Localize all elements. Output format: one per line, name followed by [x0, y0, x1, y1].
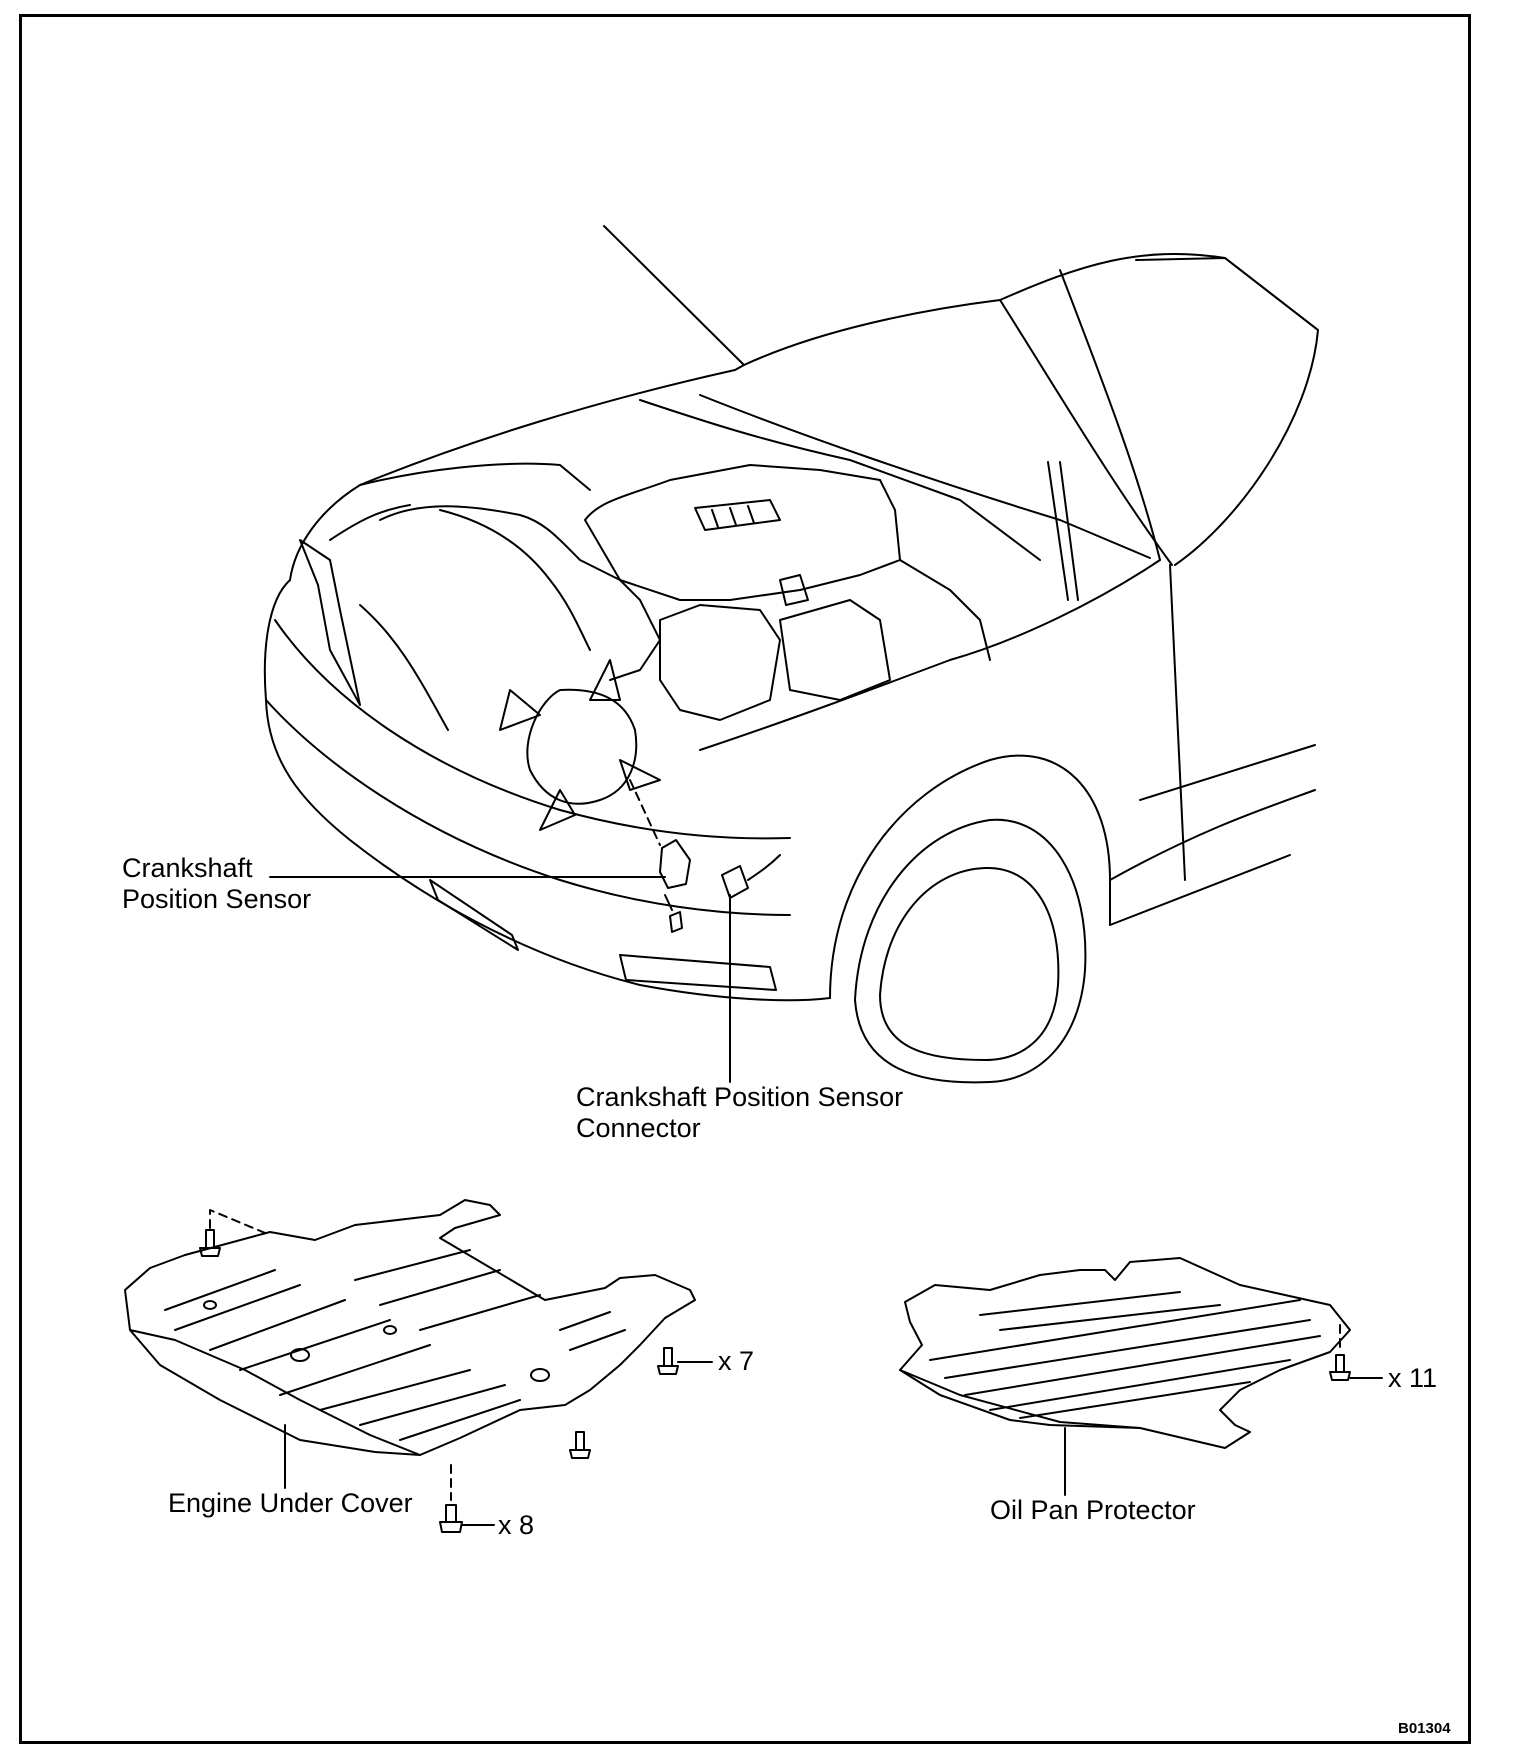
cover-bolt-dash-top	[210, 1210, 270, 1235]
connector-label-line1: Crankshaft Position Sensor	[576, 1082, 904, 1112]
sensor-bolt	[670, 912, 682, 932]
tire-outer	[855, 820, 1085, 1083]
car-illustration	[265, 226, 1318, 1082]
cover-bolt-side	[658, 1348, 678, 1374]
grille-left	[360, 605, 448, 730]
cover-outline	[125, 1200, 695, 1455]
body-front	[265, 580, 830, 1000]
tire-inner	[880, 868, 1058, 1060]
protector-bolt	[1330, 1355, 1350, 1380]
connector-label-line2: Connector	[576, 1113, 701, 1143]
crankshaft-sensor-label: Crankshaft Position Sensor	[122, 853, 311, 915]
bumper-line	[266, 700, 790, 915]
cover-holes	[204, 1301, 549, 1381]
hood	[604, 226, 1172, 565]
fan-blade-1	[500, 660, 660, 830]
radiator-fan	[527, 690, 636, 804]
cover-side-bolt-quantity: x 7	[718, 1346, 755, 1376]
engine-under-cover	[125, 1200, 712, 1532]
sensor-dash	[630, 780, 660, 845]
protector-outline	[900, 1258, 1350, 1448]
hood-line-right	[1225, 258, 1318, 330]
leader-lines	[270, 877, 730, 1082]
body-side	[1110, 790, 1315, 880]
door-line	[1110, 565, 1315, 925]
reservoir	[780, 600, 890, 700]
figure-code: B01304	[1398, 1720, 1451, 1737]
bay-wall	[640, 400, 1040, 560]
headlight-left	[300, 540, 360, 705]
strut-tower	[900, 560, 990, 660]
engine-cover-logo	[695, 500, 780, 530]
oil-pan-protector-label: Oil Pan Protector	[990, 1495, 1196, 1525]
connector-label: Crankshaft Position Sensor Connector	[576, 1082, 903, 1144]
protector-front-edge	[900, 1370, 1140, 1428]
cover-front-edge	[130, 1330, 420, 1455]
fog-lamp	[620, 955, 776, 990]
sensor-connector	[722, 855, 780, 898]
cover-inner-ribs	[165, 1250, 625, 1440]
fluid-cap	[780, 575, 808, 605]
cover-bolt-front	[440, 1505, 462, 1532]
cover-front-bolt-quantity: x 8	[498, 1510, 535, 1540]
hood-strut	[1048, 462, 1078, 600]
protector-ribs	[930, 1292, 1320, 1418]
engine-detail	[660, 605, 780, 720]
intake-pipe	[440, 510, 590, 650]
oil-pan-protector	[900, 1258, 1382, 1495]
engine-bay-edge	[330, 464, 590, 540]
cover-bolt-mid	[570, 1432, 590, 1458]
diagram-frame	[19, 14, 1471, 1744]
crankshaft-sensor-label-line1: Crankshaft	[122, 853, 253, 883]
crankshaft-sensor	[660, 840, 690, 910]
crankshaft-sensor-label-line2: Position Sensor	[122, 884, 312, 914]
wheel-arch	[830, 756, 1110, 998]
bumper-lower	[275, 620, 790, 838]
fender-line	[700, 560, 1160, 750]
hood-edge-inner	[1060, 270, 1160, 560]
engine-cover	[585, 465, 900, 600]
hood-underside	[700, 395, 1150, 558]
lower-grille	[430, 880, 518, 950]
hood-panel	[1000, 254, 1318, 565]
intake	[380, 506, 660, 680]
protector-bolt-quantity: x 11	[1388, 1363, 1438, 1393]
engine-under-cover-label: Engine Under Cover	[168, 1488, 413, 1518]
cover-bolt-top	[200, 1230, 220, 1256]
fender-top	[290, 370, 735, 580]
